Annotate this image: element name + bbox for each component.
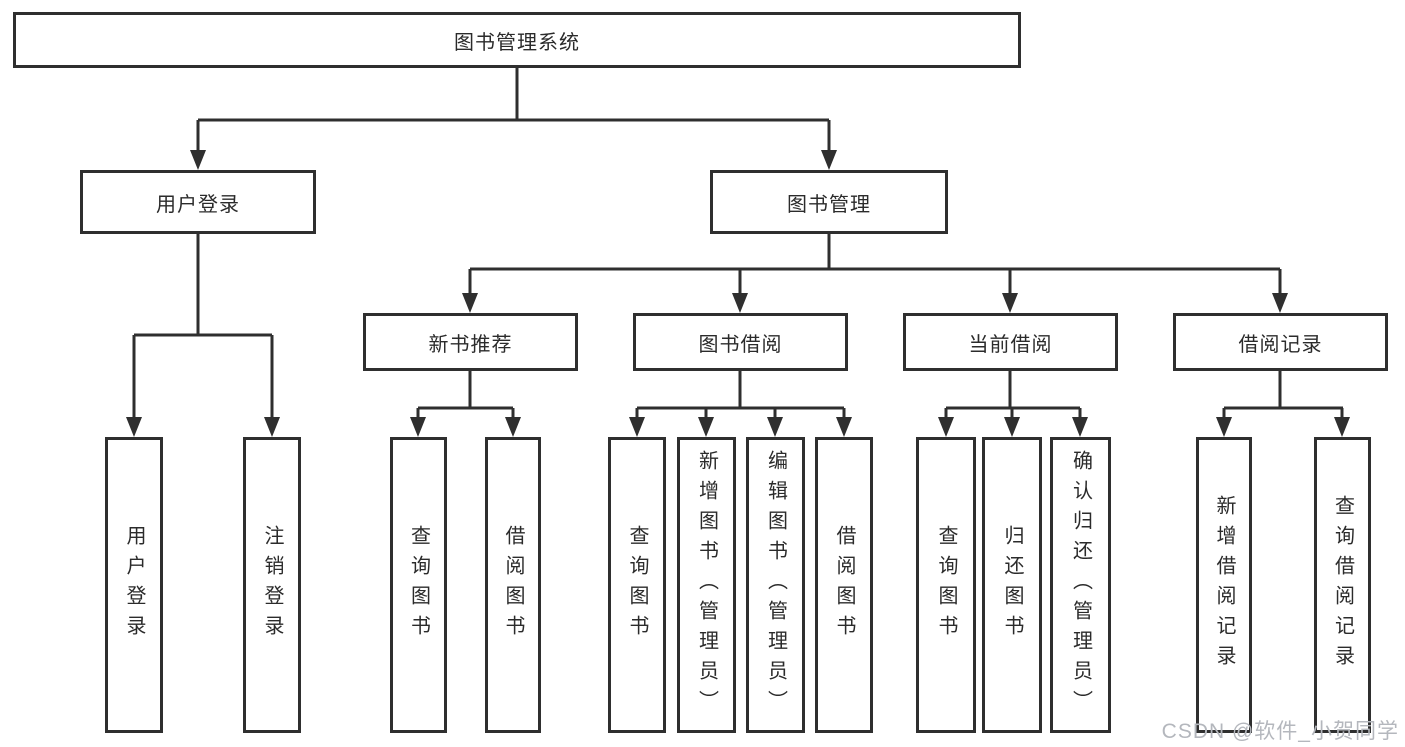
leaf-newrec-borrow-books: 借阅图书: [485, 437, 541, 733]
leaf-logout-login: 注销登录: [243, 437, 301, 733]
leaf-user-login: 用户登录: [105, 437, 163, 733]
leaf-current-query-books: 查询图书: [916, 437, 976, 733]
leaf-records-query-record: 查询借阅记录: [1314, 437, 1371, 733]
leaf-borrow-add-books-admin: 新增图书（管理员）: [677, 437, 736, 733]
leaf-borrow-query-books: 查询图书: [608, 437, 666, 733]
leaf-current-return-books: 归还图书: [982, 437, 1042, 733]
node-book-borrow: 图书借阅: [633, 313, 848, 371]
node-borrow-records: 借阅记录: [1173, 313, 1388, 371]
node-user-login: 用户登录: [80, 170, 316, 234]
watermark-csdn: CSDN @软件_小贺同学: [1161, 720, 1399, 743]
leaf-current-confirm-return-admin: 确认归还（管理员）: [1050, 437, 1111, 733]
node-library-system: 图书管理系统: [13, 12, 1021, 68]
leaf-borrow-edit-books-admin: 编辑图书（管理员）: [746, 437, 805, 733]
leaf-borrow-borrow-books: 借阅图书: [815, 437, 873, 733]
node-book-management: 图书管理: [710, 170, 948, 234]
node-new-book-recommend: 新书推荐: [363, 313, 578, 371]
node-current-borrow: 当前借阅: [903, 313, 1118, 371]
leaf-records-add-record: 新增借阅记录: [1196, 437, 1252, 733]
leaf-newrec-query-books: 查询图书: [390, 437, 447, 733]
arrowheads: [126, 150, 1350, 437]
